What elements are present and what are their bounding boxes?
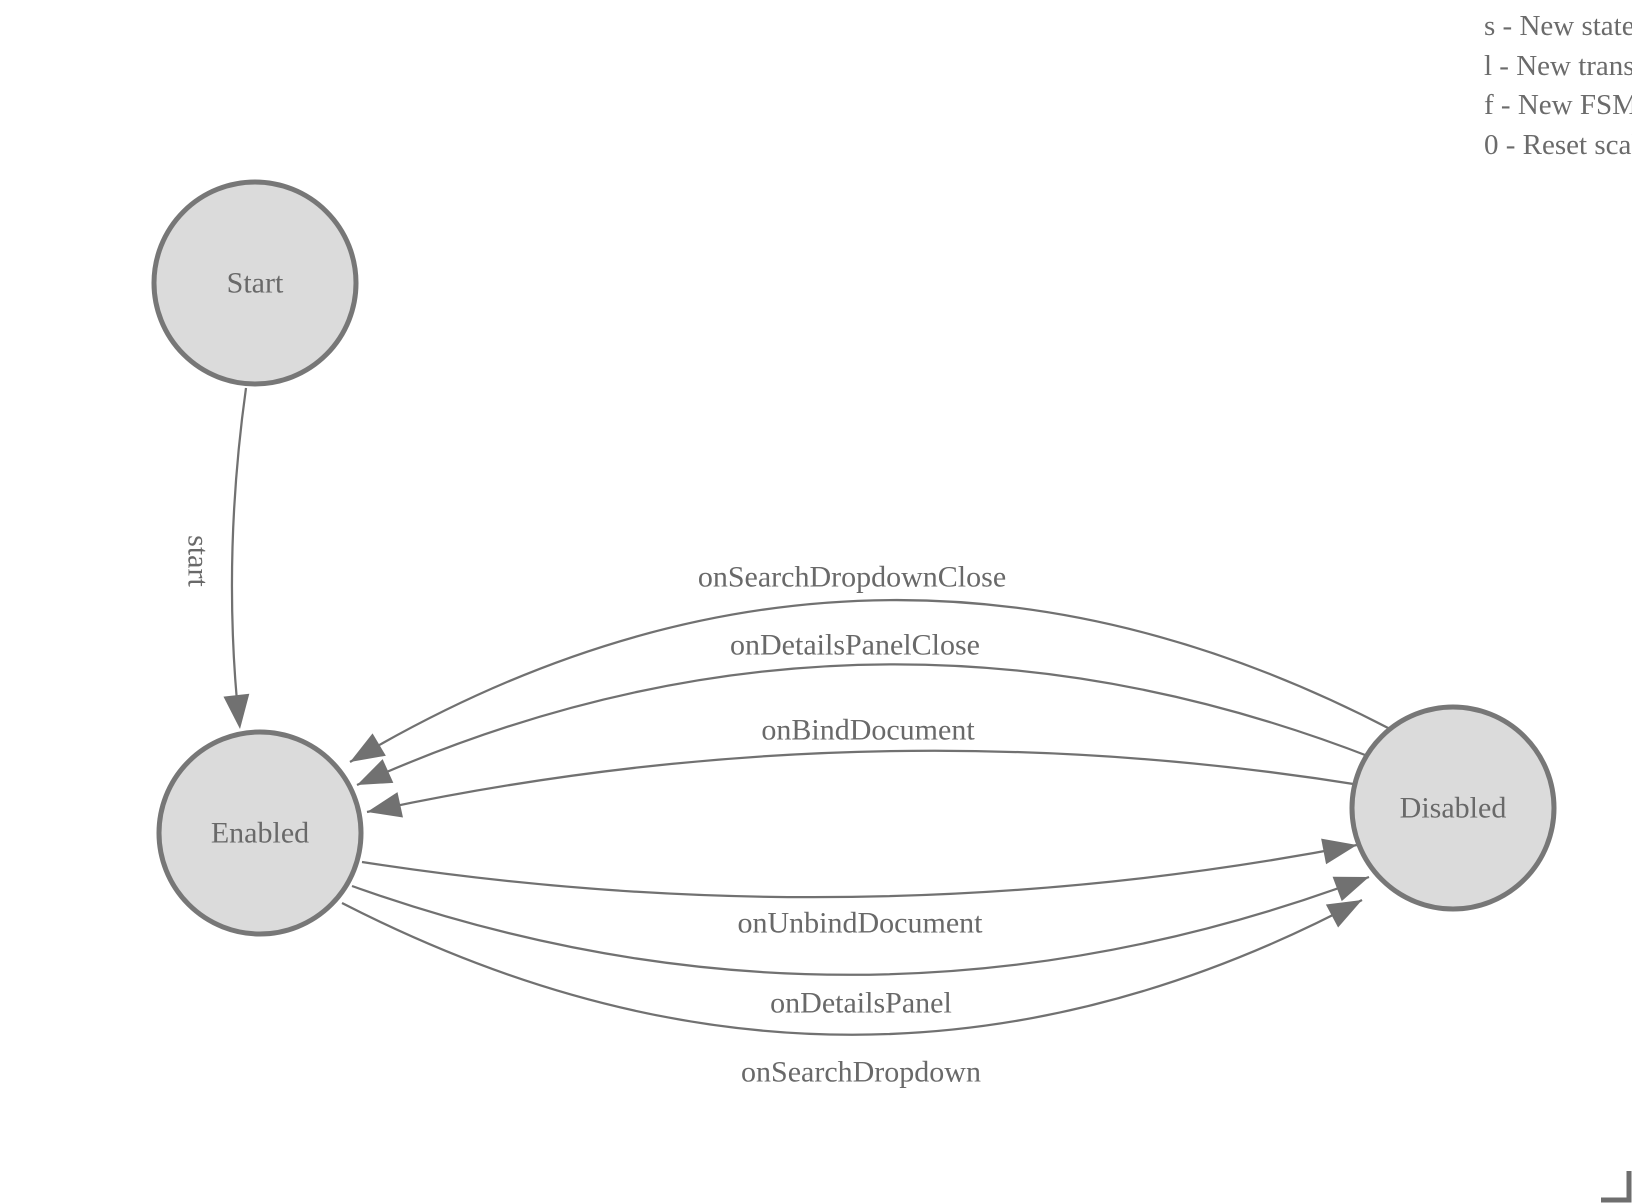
transition-curve[interactable] bbox=[230, 387, 248, 723]
transition-label[interactable]: onBindDocument bbox=[761, 714, 975, 747]
shortcut-hint-new-transition: l - New transition bbox=[1484, 49, 1632, 82]
transition-onUnbindDocument[interactable]: onUnbindDocument bbox=[361, 838, 1358, 940]
transition-onSearchDropdown[interactable]: onSearchDropdown bbox=[341, 899, 1363, 1089]
transition-onBindDocument[interactable]: onBindDocument bbox=[366, 714, 1361, 818]
transition-label[interactable]: onSearchDropdownClose bbox=[698, 561, 1006, 594]
transition-label[interactable]: start bbox=[182, 535, 215, 587]
transition-label[interactable]: onDetailsPanelClose bbox=[730, 629, 980, 662]
arrowhead-icon bbox=[1325, 900, 1362, 928]
arrowhead-icon bbox=[350, 733, 386, 762]
transition-label[interactable]: onDetailsPanel bbox=[770, 987, 952, 1020]
state-label: Start bbox=[227, 267, 284, 300]
arrowhead-icon bbox=[357, 759, 394, 785]
state-enabled[interactable]: Enabled bbox=[156, 729, 364, 937]
state-disabled[interactable]: Disabled bbox=[1349, 704, 1557, 912]
transition-curve[interactable] bbox=[351, 875, 1370, 976]
transition-curve[interactable] bbox=[356, 663, 1374, 787]
transition-curve[interactable] bbox=[341, 899, 1363, 1036]
transition-onDetailsPanel[interactable]: onDetailsPanel bbox=[351, 875, 1370, 1020]
transition-start[interactable]: start bbox=[182, 387, 250, 729]
transition-onDetailsPanelClose[interactable]: onDetailsPanelClose bbox=[356, 629, 1374, 787]
state-label: Disabled bbox=[1400, 792, 1507, 825]
canvas-corner bbox=[1601, 1171, 1632, 1203]
shortcut-hint-new-fsm: f - New FSM bbox=[1484, 89, 1632, 122]
state-circle[interactable] bbox=[1349, 704, 1557, 912]
arrowhead-icon bbox=[1332, 876, 1369, 902]
transition-onSearchDropdownClose[interactable]: onSearchDropdownClose bbox=[349, 561, 1393, 763]
state-circle[interactable] bbox=[156, 729, 364, 937]
state-label: Enabled bbox=[211, 817, 309, 850]
transition-label[interactable]: onUnbindDocument bbox=[738, 907, 984, 940]
shortcut-hint-new-state: s - New state bbox=[1484, 10, 1632, 42]
arrowhead-icon bbox=[223, 693, 250, 729]
shortcut-hint-reset-scale: 0 - Reset scale bbox=[1484, 128, 1632, 161]
state-circle[interactable] bbox=[151, 179, 359, 387]
transition-curve[interactable] bbox=[361, 843, 1358, 899]
transition-curve[interactable] bbox=[349, 598, 1393, 763]
keyboard-shortcuts: s - New state l - New transition f - New… bbox=[1484, 7, 1632, 165]
arrowhead-icon bbox=[1321, 838, 1357, 865]
arrowhead-icon bbox=[367, 792, 403, 818]
transition-curve[interactable] bbox=[366, 749, 1361, 814]
transition-label[interactable]: onSearchDropdown bbox=[741, 1056, 981, 1089]
state-start[interactable]: Start bbox=[151, 179, 359, 387]
